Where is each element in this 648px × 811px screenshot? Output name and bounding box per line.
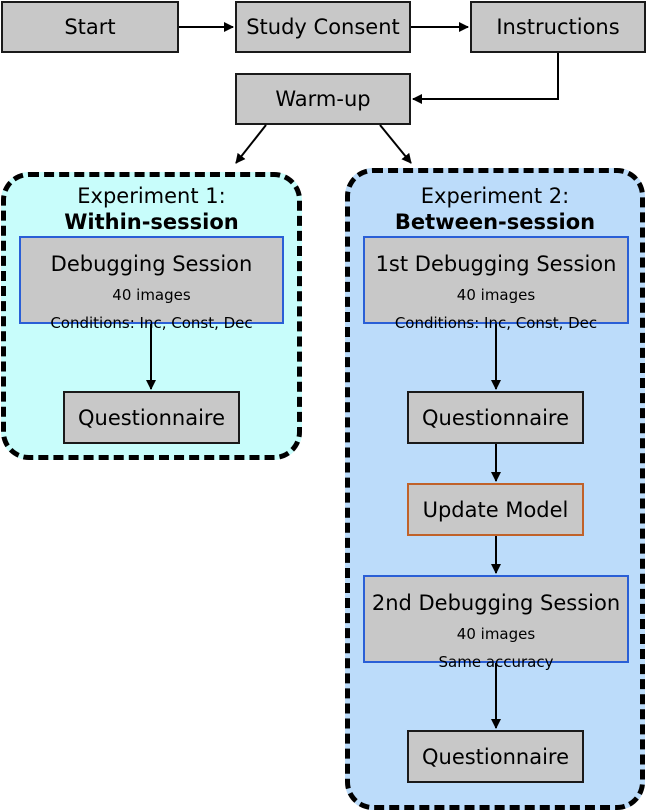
experiment-1-subtitle: Within-session — [64, 210, 239, 234]
session-images: 40 images — [112, 286, 191, 304]
experiment-1-heading: Experiment 1: — [77, 184, 226, 208]
session-title: Debugging Session — [50, 252, 253, 276]
experiment-2-title: Experiment 2: Between-session — [350, 183, 640, 235]
session-accuracy: Same accuracy — [438, 653, 554, 671]
session-conditions: Conditions: Inc, Const, Dec — [394, 314, 598, 332]
arrow-warmup-to-exp2 — [379, 124, 412, 164]
experiment-2-heading: Experiment 2: — [420, 184, 570, 208]
questionnaire-box-exp2-first: Questionnaire — [407, 391, 584, 444]
experiment-1-title: Experiment 1: Within-session — [6, 183, 297, 235]
debugging-session-box: Debugging Session 40 images Conditions: … — [19, 236, 284, 332]
arrow-warmup-to-exp1 — [235, 124, 267, 164]
start-box: Start — [1, 1, 179, 53]
questionnaire-box-exp1: Questionnaire — [63, 391, 240, 444]
session-images: 40 images — [456, 286, 536, 304]
session-title: 1st Debugging Session — [375, 252, 617, 276]
study-consent-box: Study Consent — [235, 1, 411, 53]
warm-up-box: Warm-up — [235, 73, 411, 125]
session-title: 2nd Debugging Session — [371, 591, 621, 615]
session-images: 40 images — [456, 625, 536, 643]
arrow-instructions-to-warmup — [412, 53, 559, 104]
instructions-box: Instructions — [470, 1, 646, 53]
second-debugging-session-box: 2nd Debugging Session 40 images Same acc… — [363, 575, 629, 671]
experiment-2-subtitle: Between-session — [394, 210, 596, 234]
questionnaire-box-exp2-second: Questionnaire — [407, 730, 584, 783]
update-model-box: Update Model — [407, 483, 584, 536]
first-debugging-session-box: 1st Debugging Session 40 images Conditio… — [363, 236, 629, 332]
session-conditions: Conditions: Inc, Const, Dec — [50, 314, 253, 332]
